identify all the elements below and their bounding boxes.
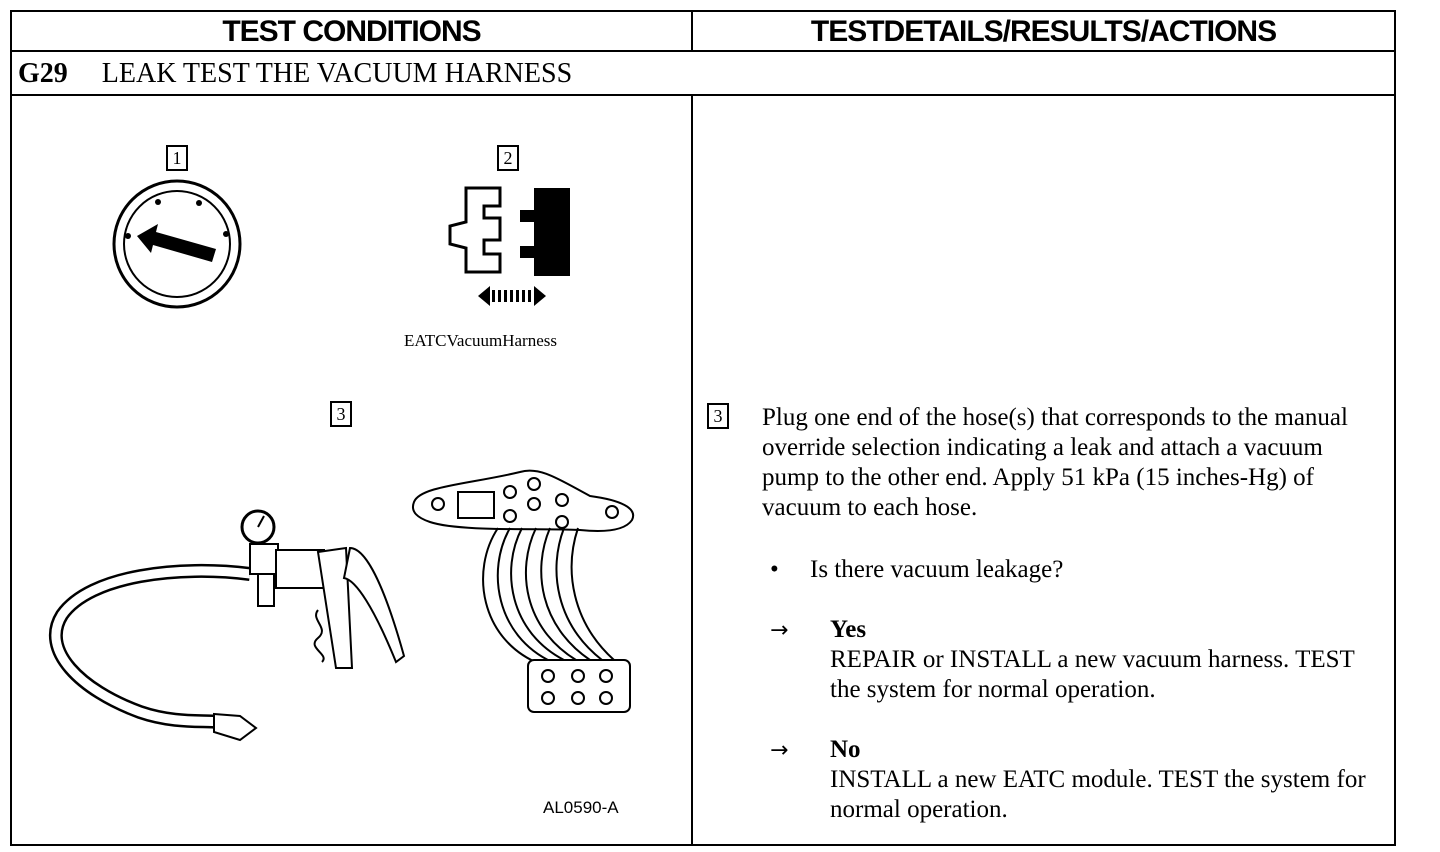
figure-step-3-box: 3 (330, 401, 352, 427)
figure-id: AL0590-A (543, 798, 619, 817)
vacuum-pump-icon (49, 509, 406, 742)
section-divider (10, 94, 1396, 96)
leak-question: Is there vacuum leakage? (810, 556, 1064, 583)
bullet-mark: • (770, 556, 779, 583)
harness-plate-icon (412, 469, 635, 713)
header-test-conditions: TEST CONDITIONS (222, 15, 481, 48)
answer-no: No INSTALL a new EATC module. TEST the s… (830, 735, 1390, 825)
yes-arrow-icon: → (770, 618, 789, 643)
figure-step-2-box: 2 (497, 145, 519, 171)
answer-yes-label: Yes (830, 616, 867, 643)
ignition-switch-icon (112, 179, 242, 309)
answer-no-label: No (830, 736, 861, 763)
answer-no-action: INSTALL a new EATC module. TEST the syst… (830, 766, 1366, 823)
header-column-divider (691, 10, 693, 52)
section-code: G29 (18, 58, 68, 89)
answer-yes: Yes REPAIR or INSTALL a new vacuum harne… (830, 615, 1390, 705)
harness-connector-icon (448, 186, 570, 306)
step-instruction: Plug one end of the hose(s) that corresp… (762, 404, 1348, 521)
section-title: G29 LEAK TEST THE VACUUM HARNESS (18, 58, 572, 90)
header-divider (10, 50, 1396, 52)
table-frame (10, 10, 1396, 846)
no-arrow-icon: → (770, 738, 789, 763)
section-name: LEAK TEST THE VACUUM HARNESS (101, 58, 573, 89)
figure-step-1-box: 1 (166, 145, 188, 171)
body-column-divider (691, 94, 693, 846)
detail-step-box: 3 (707, 403, 729, 429)
answer-yes-action: REPAIR or INSTALL a new vacuum harness. … (830, 646, 1355, 703)
header-test-details: TESTDETAILS/RESULTS/ACTIONS (810, 15, 1277, 48)
harness-caption: EATCVacuumHarness (404, 331, 557, 350)
